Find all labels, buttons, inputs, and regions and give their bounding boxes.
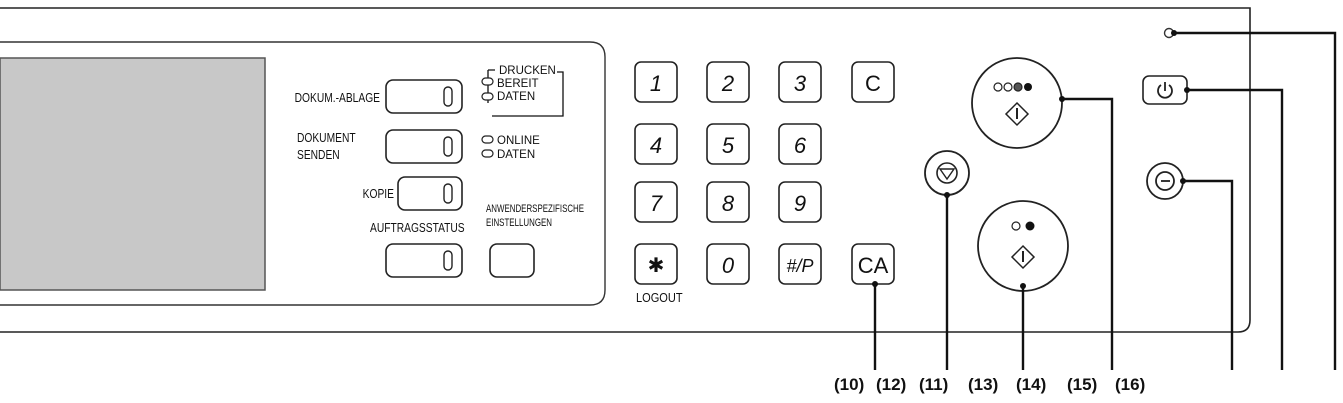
svg-text:8: 8 (722, 191, 735, 216)
svg-text:1: 1 (650, 71, 662, 96)
key-1[interactable]: 1 (634, 61, 678, 103)
auftragsstatus-button[interactable] (385, 243, 463, 278)
lcd-screen (0, 57, 266, 291)
key-c[interactable]: C (851, 61, 895, 103)
callout-15: (15) (1067, 375, 1097, 394)
callout-14: (14) (1016, 375, 1046, 394)
key-8[interactable]: 8 (706, 181, 750, 223)
svg-text:2: 2 (721, 71, 734, 96)
key-7[interactable]: 7 (634, 181, 678, 223)
indicator-drucken-label: DRUCKEN (499, 65, 556, 77)
auftragsstatus-label: AUFTRAGSSTATUS (370, 222, 465, 235)
svg-text:7: 7 (650, 191, 663, 216)
svg-text:CA: CA (858, 253, 889, 278)
key-0[interactable]: 0 (706, 243, 750, 285)
touch-panel-frame (0, 41, 606, 306)
indicator-daten2-label: DATEN (497, 149, 535, 161)
bw-start-button[interactable] (977, 200, 1069, 292)
anwenderspezifische-label-line2: EINSTELLUNGEN (486, 217, 552, 230)
leader-lines (872, 30, 1337, 370)
stop-button[interactable] (924, 150, 970, 196)
key-logout-asterisk[interactable]: ✱ (634, 243, 678, 285)
keypad: 1 2 3 C 4 5 6 7 8 9 ✱ 0 #/P CA (634, 61, 895, 285)
dokument-senden-label-line2: SENDEN (297, 149, 340, 162)
svg-text:✱: ✱ (648, 255, 665, 277)
svg-text:4: 4 (650, 133, 662, 158)
svg-text:#/P: #/P (786, 256, 813, 276)
callout-11: (11) (919, 375, 948, 394)
key-ca[interactable]: CA (851, 243, 895, 285)
callout-13: (13) (968, 375, 998, 394)
key-hash-p[interactable]: #/P (778, 243, 822, 285)
power-button[interactable] (1142, 75, 1188, 105)
panel-outline (0, 7, 1251, 333)
indicator-online-label: ONLINE (497, 135, 540, 147)
key-3[interactable]: 3 (778, 61, 822, 103)
svg-text:0: 0 (722, 253, 735, 278)
key-2[interactable]: 2 (706, 61, 750, 103)
svg-text:6: 6 (794, 133, 807, 158)
svg-text:C: C (865, 71, 881, 96)
dokument-senden-button[interactable] (385, 129, 463, 164)
logout-label: LOGOUT (636, 290, 683, 305)
key-5[interactable]: 5 (706, 123, 750, 165)
kopie-label: KOPIE (363, 188, 395, 201)
svg-text:9: 9 (794, 191, 806, 216)
color-start-button[interactable] (971, 57, 1063, 149)
anwenderspezifische-button[interactable] (489, 243, 535, 278)
key-6[interactable]: 6 (778, 123, 822, 165)
anwenderspezifische-label-line1: ANWENDERSPEZIFISCHE (486, 203, 584, 216)
indicator-daten-label: DATEN (497, 91, 535, 103)
dokum-ablage-button[interactable] (385, 79, 463, 114)
svg-text:3: 3 (794, 71, 807, 96)
dokum-ablage-label: DOKUM.-ABLAGE (295, 92, 381, 105)
indicator-group-top (481, 69, 564, 117)
callout-10: (10) (834, 375, 864, 394)
energy-save-button[interactable] (1146, 162, 1184, 200)
callout-12: (12) (876, 375, 906, 394)
indicator-group-mid (481, 135, 494, 158)
key-9[interactable]: 9 (778, 181, 822, 223)
dokument-senden-label-line1: DOKUMENT (297, 132, 356, 145)
indicator-bereit-label: BEREIT (497, 78, 539, 90)
callout-16: (16) (1115, 375, 1145, 394)
svg-text:5: 5 (722, 133, 735, 158)
key-4[interactable]: 4 (634, 123, 678, 165)
kopie-button[interactable] (397, 176, 463, 211)
